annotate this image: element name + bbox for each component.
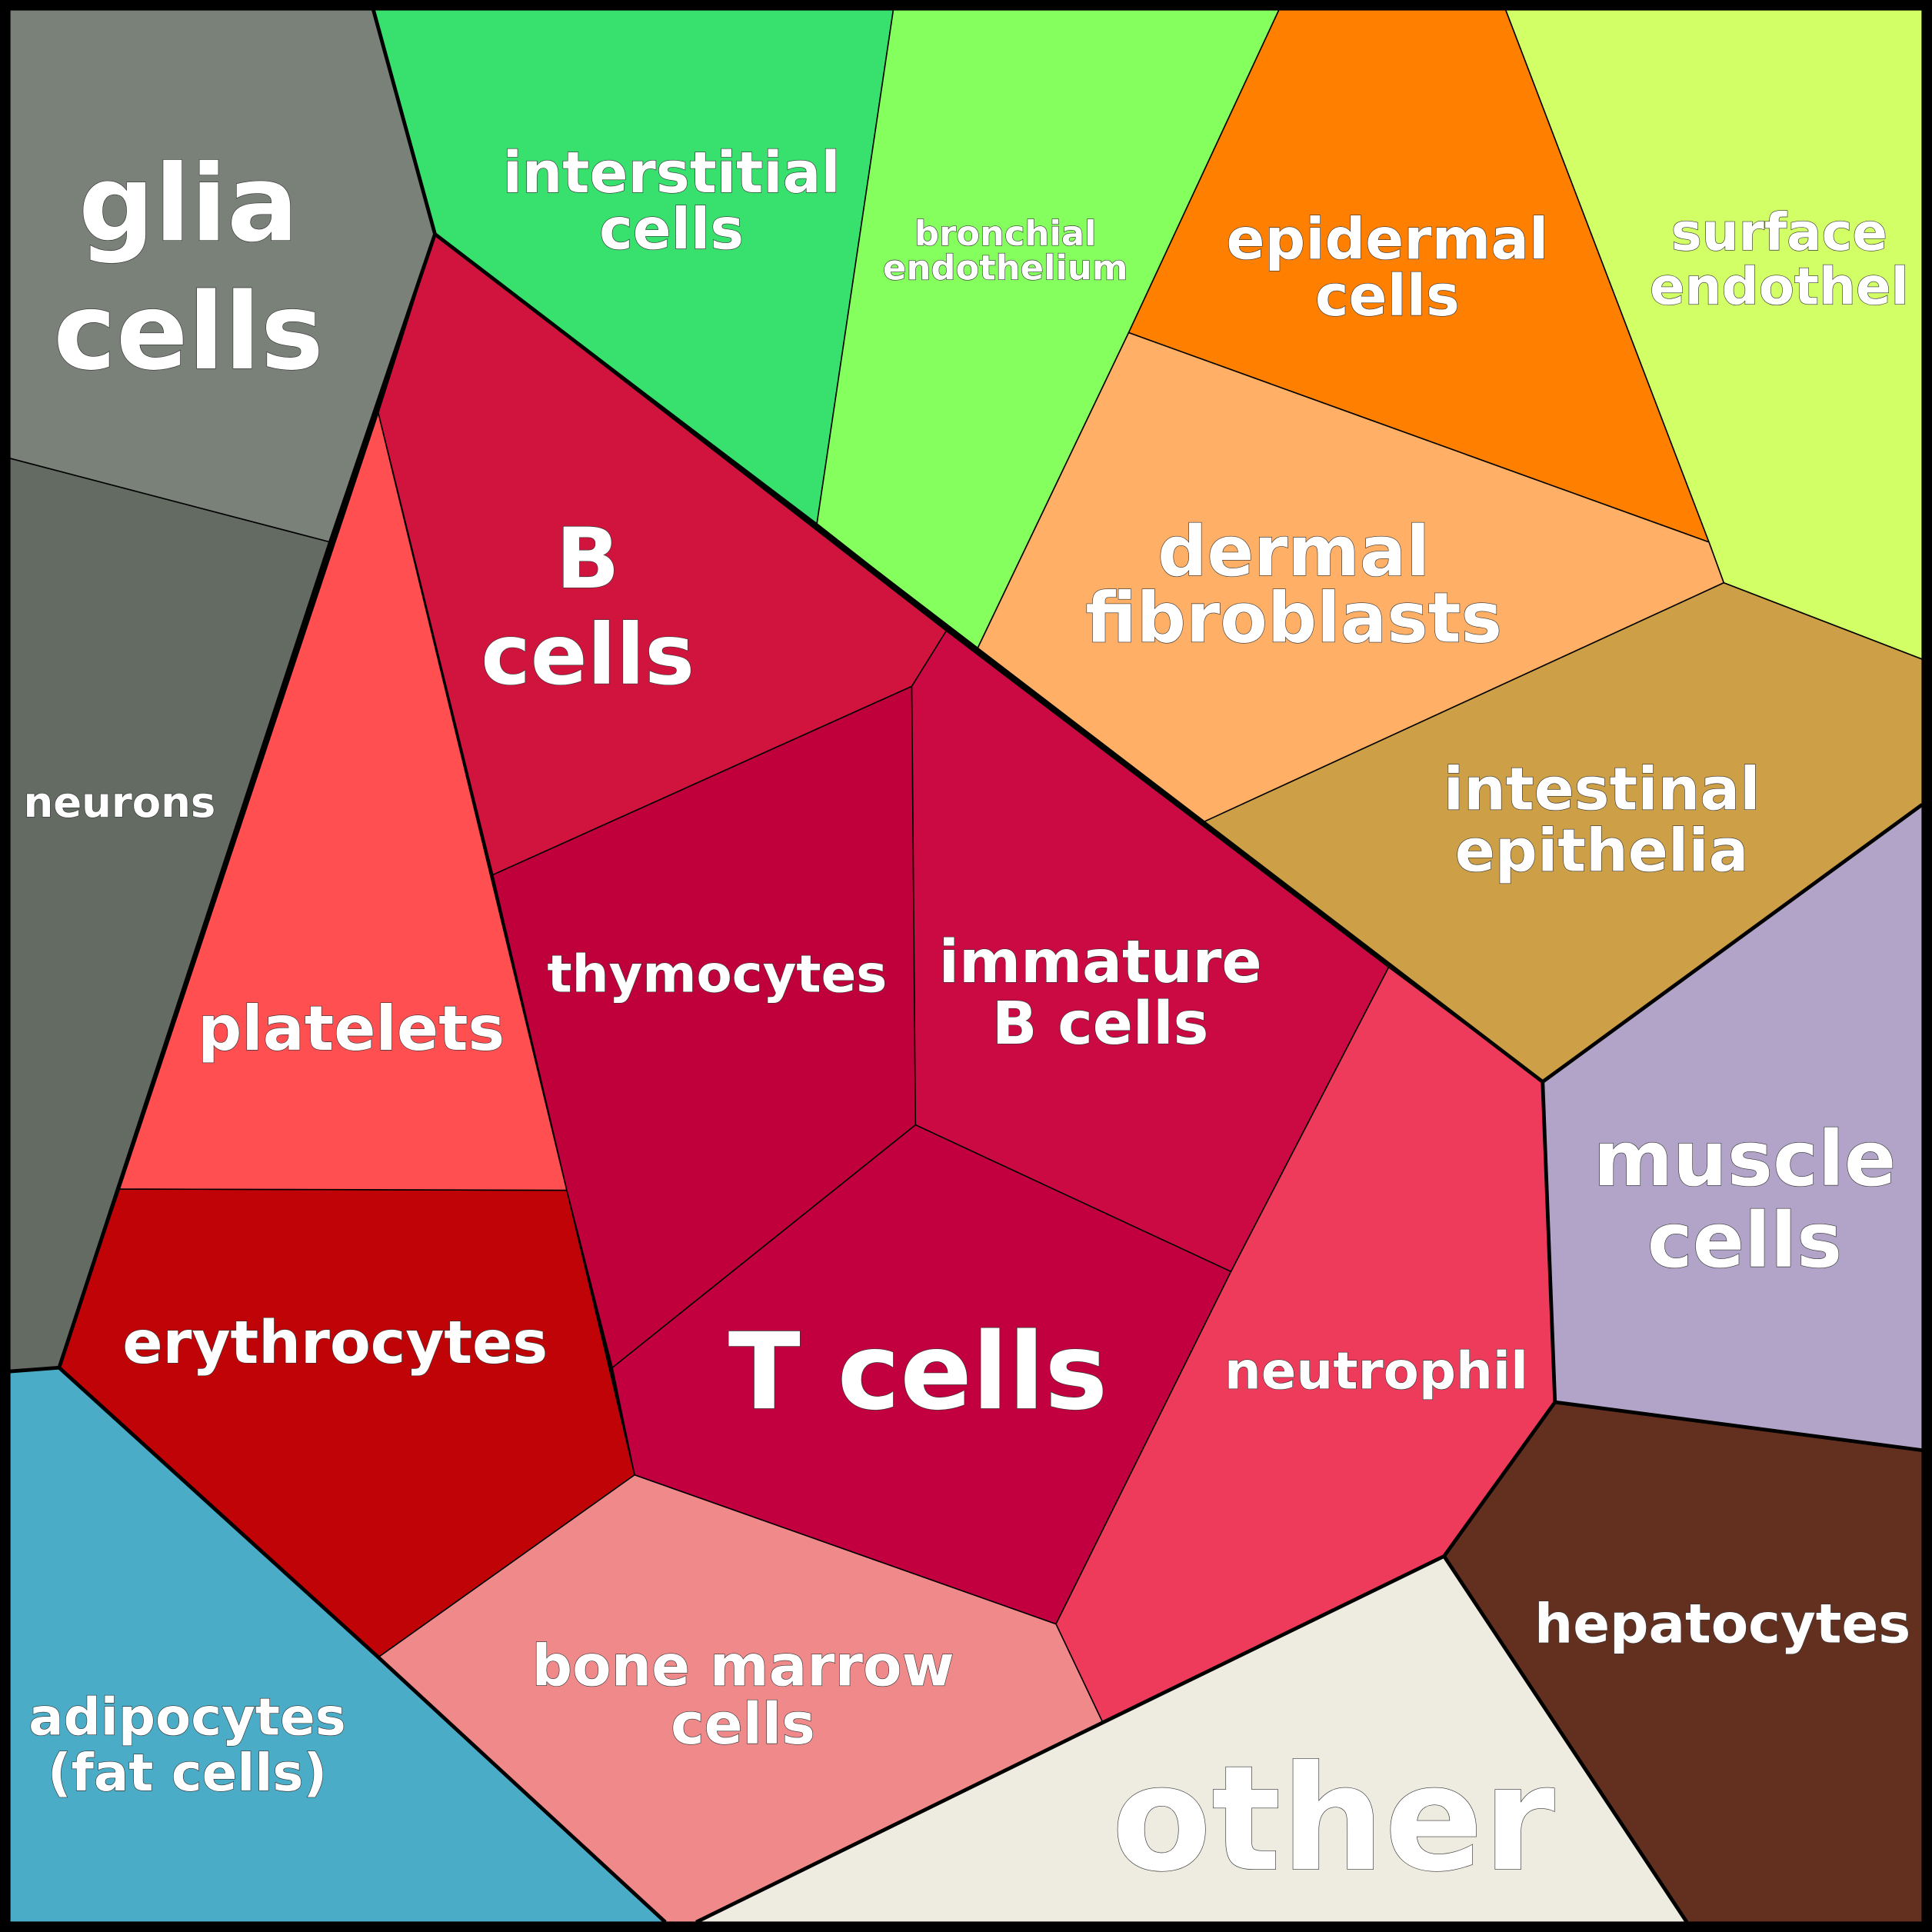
label-hepatocytes: hepatocytes	[1534, 1593, 1910, 1656]
label-t-cells: T cells	[728, 1311, 1108, 1434]
cell-t-cells[interactable]	[611, 1124, 1232, 1625]
group-borders	[9, 9, 1924, 1924]
label-adipocytes: adipocytes(fat cells)	[28, 1687, 346, 1803]
label-other: other	[1111, 1734, 1554, 1904]
label-neurons: neurons	[23, 778, 215, 827]
cell-platelets[interactable]	[118, 410, 568, 1191]
label-platelets: platelets	[198, 993, 505, 1064]
label-neutrophil: neutrophil	[1224, 1341, 1528, 1401]
cell-immature-b[interactable]	[911, 630, 1390, 1273]
label-thymocytes: thymocytes	[548, 944, 888, 1004]
label-erythrocytes: erythrocytes	[122, 1309, 548, 1377]
